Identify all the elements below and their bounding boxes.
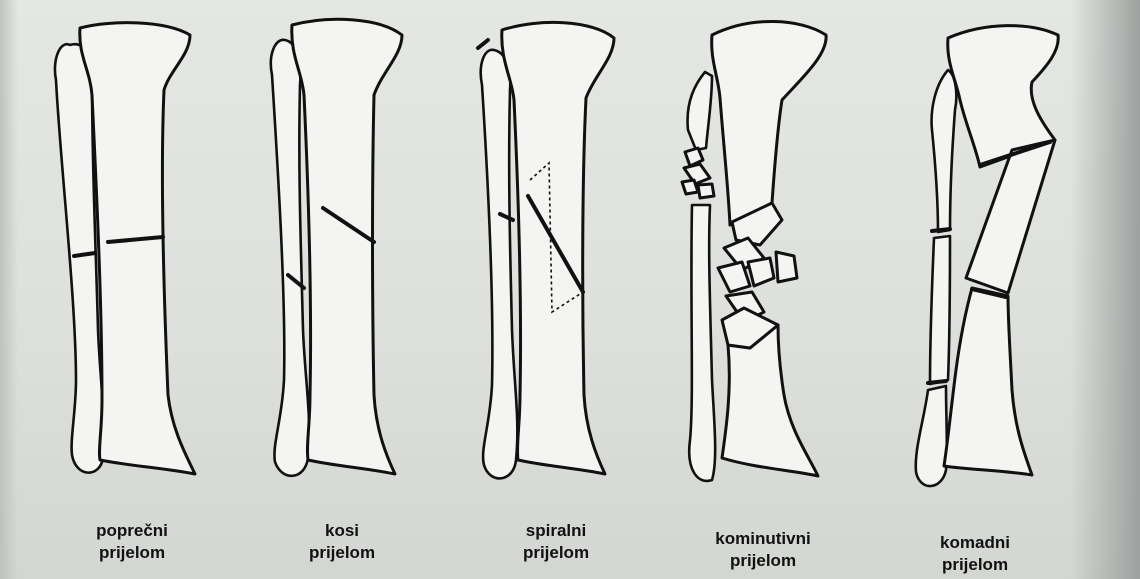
caption-line: kosi bbox=[262, 520, 422, 542]
fibula-middle bbox=[930, 236, 950, 384]
caption-spiral: spiralni prijelom bbox=[476, 520, 636, 564]
caption-segmental: komadni prijelom bbox=[895, 532, 1055, 576]
caption-line: kominutivni bbox=[683, 528, 843, 550]
fibula-upper bbox=[932, 70, 957, 232]
caption-line: spiralni bbox=[476, 520, 636, 542]
caption-oblique: kosi prijelom bbox=[262, 520, 422, 564]
fibula-upper bbox=[688, 72, 712, 150]
chip-mark bbox=[478, 40, 488, 48]
caption-line: prijelom bbox=[52, 542, 212, 564]
fibula-lower bbox=[689, 205, 715, 481]
bone-transverse-fracture bbox=[55, 23, 195, 474]
caption-line: prijelom bbox=[683, 550, 843, 572]
fracture-line bbox=[928, 381, 946, 383]
bone-oblique-fracture bbox=[271, 19, 402, 476]
caption-transverse: poprečni prijelom bbox=[52, 520, 212, 564]
caption-line: prijelom bbox=[262, 542, 422, 564]
caption-line: prijelom bbox=[476, 542, 636, 564]
tibia-upper bbox=[712, 21, 826, 225]
fragment bbox=[698, 184, 714, 198]
fracture-line bbox=[932, 229, 950, 231]
fragment bbox=[682, 180, 698, 194]
tibia bbox=[292, 19, 402, 474]
caption-comminuted: kominutivni prijelom bbox=[683, 528, 843, 572]
tibia-lower bbox=[944, 288, 1032, 475]
fibula-lower bbox=[916, 386, 947, 486]
caption-line: prijelom bbox=[895, 554, 1055, 576]
caption-line: komadni bbox=[895, 532, 1055, 554]
fragment bbox=[748, 258, 774, 286]
caption-line: poprečni bbox=[52, 520, 212, 542]
bone-spiral-fracture bbox=[478, 22, 614, 478]
fibula bbox=[481, 50, 518, 479]
bone-segmental-fracture bbox=[916, 26, 1058, 486]
bone-comminuted-fracture bbox=[682, 21, 826, 480]
fragment bbox=[776, 252, 797, 282]
